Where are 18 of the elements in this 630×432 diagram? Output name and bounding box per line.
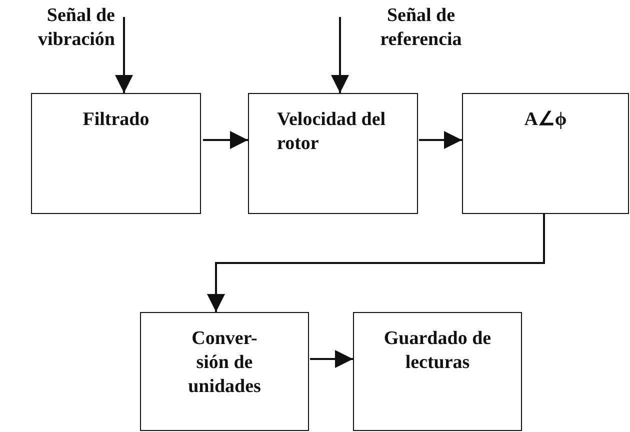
arrow (419, 131, 462, 149)
box-label: Filtrado (82, 108, 150, 132)
signal-label: Señal de referencia (379, 4, 463, 52)
arrow (115, 17, 133, 93)
process-box (248, 93, 418, 214)
signal-label: Señal de vibración (36, 4, 115, 52)
box-label: Guardado de lecturas (382, 327, 492, 375)
process-box (31, 93, 201, 214)
box-label: Velocidad del rotor (277, 108, 387, 156)
box-label: A∠ϕ (523, 108, 568, 132)
arrow (203, 131, 248, 149)
box-label: Conver- sión de unidades (187, 327, 262, 399)
arrow (207, 214, 545, 312)
arrow (310, 350, 353, 368)
arrow (331, 17, 349, 93)
process-box (353, 312, 522, 431)
process-box (462, 93, 629, 214)
process-box (140, 312, 309, 431)
